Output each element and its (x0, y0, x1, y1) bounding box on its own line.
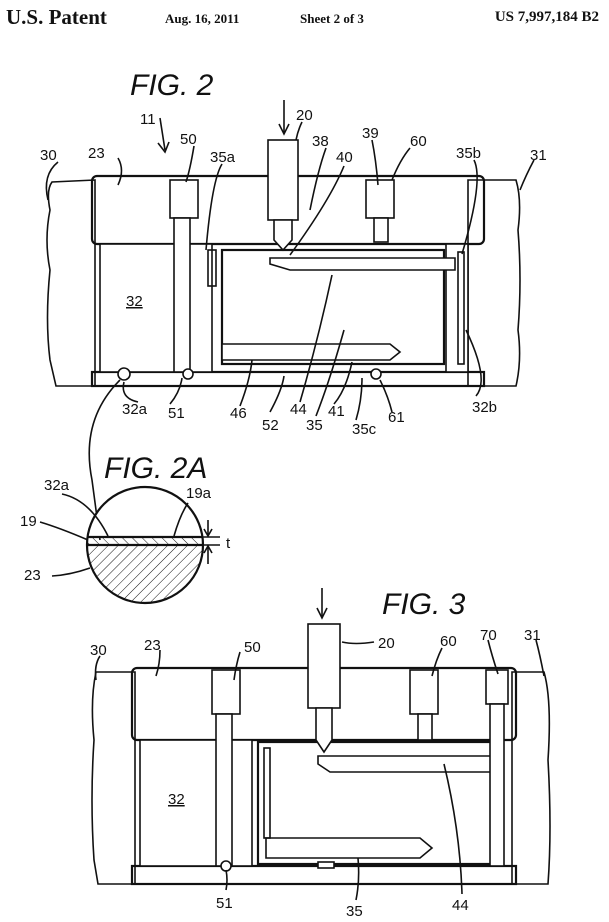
patent-header: U.S. Patent Aug. 16, 2011 Sheet 2 of 3 U… (0, 0, 609, 40)
fig3-chamber-32 (139, 739, 253, 867)
fig3-port-70 (485, 669, 509, 705)
fig2-label-41: 41 (328, 403, 345, 420)
fig2-title: FIG. 2 (130, 69, 214, 102)
fig3-title: FIG. 3 (382, 588, 466, 621)
fig2-label-40: 40 (336, 149, 353, 166)
fig2-label-32: 32 (126, 293, 143, 310)
fig2-label-31: 31 (530, 147, 547, 164)
fig3-nozzle (315, 707, 333, 754)
fig2-label-35b: 35b (456, 145, 481, 162)
fig2-label-44: 44 (290, 401, 307, 418)
fig3-end-wall-30 (91, 671, 136, 885)
fig3-label-32: 32 (168, 791, 185, 808)
fig2-label-35: 35 (306, 417, 323, 434)
fig2-port-50 (169, 179, 199, 219)
fig2-wall-35a (207, 249, 217, 287)
fig3-label-44: 44 (452, 897, 469, 914)
fig3-label-60: 60 (440, 633, 457, 650)
fig2-label-35a: 35a (210, 149, 236, 166)
fig2-passage-40 (269, 257, 456, 271)
fig3-pin-70 (489, 703, 505, 867)
fig3-label-20: 20 (378, 635, 395, 652)
fig3-label-70: 70 (480, 627, 497, 644)
fig3-port-50 (211, 669, 241, 715)
header-left: U.S. Patent (6, 5, 107, 29)
fig2-gap-32b (445, 243, 469, 373)
fig2-end-wall-31 (467, 179, 521, 387)
fig2-base-plate (90, 370, 486, 388)
fig3-label-30: 30 (90, 642, 107, 659)
fig3-label-31: 31 (524, 627, 541, 644)
fig2-label-61: 61 (388, 409, 405, 426)
fig2-label-39: 39 (362, 125, 379, 142)
fig3-passage-44 (317, 755, 499, 773)
fig2-label-32a: 32a (122, 401, 148, 418)
fig2-label-11: 11 (140, 111, 156, 128)
fig2-pin-51 (173, 217, 191, 373)
fig2-label-51: 51 (168, 405, 185, 422)
fig3-inlet-20 (307, 623, 341, 709)
fig2-port-39 (373, 217, 389, 243)
fig2-nozzle (273, 219, 293, 252)
fig2-wall-35b (457, 251, 465, 365)
fig2a-label-19: 19 (20, 513, 37, 530)
fig2-passage-41 (221, 343, 402, 361)
fig2-label-35c: 35c (352, 421, 377, 438)
fig2-label-32b: 32b (472, 399, 497, 416)
fig2-chamber-32 (99, 243, 213, 373)
fig2a-label-19a: 19a (186, 485, 212, 502)
fig3-label-23: 23 (144, 637, 161, 654)
fig2-label-60: 60 (410, 133, 427, 150)
figure-2: FIG. 2 (40, 69, 547, 541)
fig2a-title: FIG. 2A (104, 452, 207, 485)
header-date: Aug. 16, 2011 (165, 11, 240, 26)
fig2-label-38: 38 (312, 133, 329, 150)
fig3-end-wall-31 (511, 671, 551, 885)
fig3-label-51: 51 (216, 895, 233, 912)
fig3-pin-51 (215, 713, 233, 867)
header-patent-number: US 7,997,184 B2 (494, 9, 599, 25)
fig3-label-50: 50 (244, 639, 261, 656)
fig2-label-23: 23 (88, 145, 105, 162)
fig3-port-60 (409, 669, 439, 715)
header-sheet: Sheet 2 of 3 (300, 11, 364, 26)
fig2a-label-23: 23 (24, 567, 41, 584)
figure-2a: FIG. 2A 32a 19a 19 t 23 (20, 452, 231, 605)
fig2-inlet-20 (267, 139, 299, 221)
fig2-label-50: 50 (180, 131, 197, 148)
fig2-label-20: 20 (296, 107, 313, 124)
fig2a-label-t: t (226, 535, 231, 552)
fig2-label-52: 52 (262, 417, 279, 434)
figure-3: FIG. 3 30 23 50 20 60 (90, 588, 551, 920)
fig2-seal-32a (117, 367, 131, 381)
fig2-label-30: 30 (40, 147, 57, 164)
fig3-label-35: 35 (346, 903, 363, 920)
fig2a-label-32a: 32a (44, 477, 70, 494)
fig3-passage-lower (265, 837, 434, 859)
fig2-end-wall-30 (46, 179, 96, 387)
fig2-port-60 (365, 179, 395, 219)
fig2-label-46: 46 (230, 405, 247, 422)
fig2-slide-35 (220, 248, 446, 366)
